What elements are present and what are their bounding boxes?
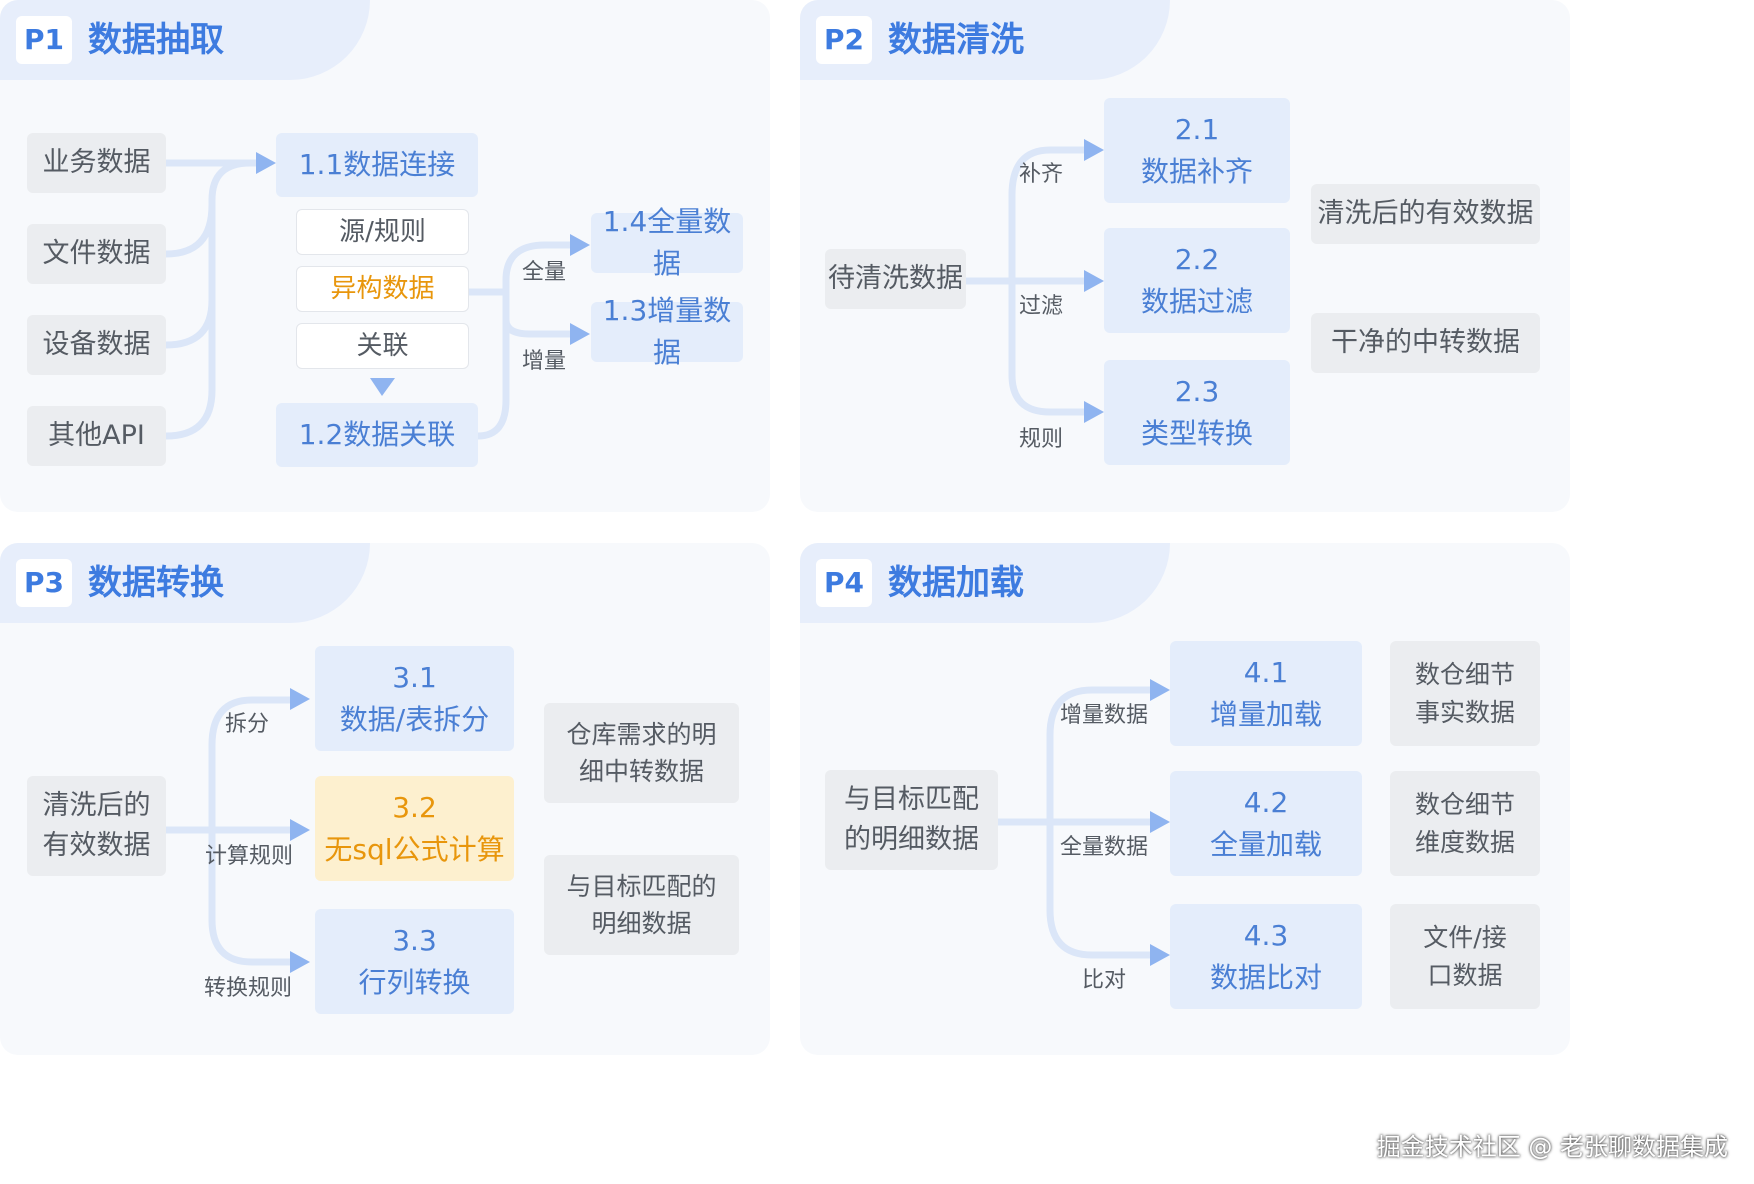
output-label: 数仓细节 (1414, 790, 1515, 819)
source-other-api: 其他API (27, 406, 166, 466)
step-label: 数据补齐 (1140, 154, 1253, 188)
source-label: 文件数据 (42, 237, 151, 269)
source-file-data: 文件数据 (27, 224, 166, 284)
substep-heterogeneous-data: 异构数据 (296, 266, 469, 312)
step-label: 无sql公式计算 (324, 832, 505, 866)
source-label: 其他API (48, 419, 145, 451)
input-label: 清洗后的 (42, 789, 151, 821)
output-clean-transit-data: 干净的中转数据 (1311, 313, 1540, 373)
output-label: 明细数据 (591, 909, 692, 938)
label-compare: 比对 (1082, 968, 1127, 993)
step-full-data: 1.4全量数据 (591, 205, 743, 280)
step-number: 4.3 (1243, 918, 1289, 952)
input-to-clean: 待清洗数据 (825, 249, 966, 309)
step-number: 3.1 (392, 660, 437, 694)
step-number: 4.1 (1243, 655, 1289, 689)
label-split: 拆分 (225, 712, 270, 737)
output-label: 维度数据 (1414, 827, 1515, 857)
input-target-detail: 与目标匹配的明细数据 (825, 770, 998, 870)
output-fact-data: 数仓细节事实数据 (1390, 641, 1540, 746)
panel-title: 数据抽取 (88, 20, 224, 60)
output-label: 细中转数据 (578, 757, 704, 786)
input-label: 待清洗数据 (828, 262, 963, 294)
panel-badge: P1 (16, 16, 72, 64)
output-label: 仓库需求的明 (566, 719, 717, 749)
step-label: 数据比对 (1209, 960, 1322, 994)
output-label: 与目标匹配的 (566, 871, 717, 901)
step-incremental-data: 1.3增量数据 (591, 294, 743, 369)
step-label: 行列转换 (358, 965, 471, 999)
source-business-data: 业务数据 (27, 133, 166, 193)
step-filter: 2.2 数据过滤 (1104, 228, 1290, 333)
input-cleaned-valid-data: 清洗后的有效数据 (27, 776, 166, 876)
step-incremental-load: 4.1 增量加载 (1170, 641, 1362, 746)
label-full-data: 全量数据 (1060, 835, 1149, 860)
output-label: 干净的中转数据 (1331, 326, 1520, 358)
step-row-col-convert: 3.3 行列转换 (315, 909, 514, 1014)
output-label: 文件/接 (1423, 923, 1507, 952)
label-convert-rule: 转换规则 (204, 976, 293, 1001)
output-dimension-data: 数仓细节维度数据 (1390, 771, 1540, 876)
step-formula-calc: 3.2 无sql公式计算 (315, 776, 514, 881)
label-filter: 过滤 (1019, 294, 1064, 319)
substep-label: 异构数据 (330, 273, 435, 304)
substep-source-rule: 源/规则 (296, 209, 469, 255)
watermark: 掘金技术社区 @ 老张聊数据集成 (1376, 1133, 1728, 1161)
step-number: 2.2 (1174, 242, 1220, 276)
source-label: 设备数据 (42, 328, 151, 360)
input-label: 有效数据 (42, 830, 151, 861)
step-number: 3.3 (392, 923, 437, 957)
input-label: 与目标匹配 (844, 783, 979, 815)
step-data-connect: 1.1数据连接 (276, 133, 478, 197)
source-device-data: 设备数据 (27, 315, 166, 375)
step-label: 类型转换 (1140, 416, 1253, 450)
output-label: 清洗后的有效数据 (1317, 197, 1534, 229)
output-target-detail: 与目标匹配的明细数据 (544, 855, 739, 955)
label-full: 全量 (522, 260, 567, 285)
substep-relate: 关联 (296, 323, 469, 369)
panel-title: 数据清洗 (888, 20, 1024, 60)
step-table-split: 3.1 数据/表拆分 (315, 646, 514, 751)
step-label: 全量加载 (1209, 827, 1322, 861)
step-label: 1.2数据关联 (298, 418, 456, 451)
output-label: 口数据 (1427, 960, 1503, 990)
substep-label: 源/规则 (339, 216, 426, 247)
output-valid-data: 清洗后的有效数据 (1311, 184, 1540, 244)
step-fill: 2.1 数据补齐 (1104, 98, 1290, 203)
step-label: 增量加载 (1209, 697, 1322, 731)
step-label: 数据过滤 (1140, 284, 1253, 318)
step-data-compare: 4.3 数据比对 (1170, 904, 1362, 1009)
panel-badge: P2 (816, 16, 872, 64)
step-label: 1.4全量数据 (602, 205, 732, 280)
label-fill: 补齐 (1019, 162, 1064, 187)
step-number: 2.3 (1174, 374, 1220, 408)
step-number: 2.1 (1174, 112, 1220, 146)
output-warehouse-detail: 仓库需求的明细中转数据 (544, 703, 739, 803)
label-incremental: 增量 (522, 349, 567, 374)
step-full-load: 4.2 全量加载 (1170, 771, 1362, 876)
step-label: 1.1数据连接 (298, 148, 456, 181)
step-data-relate: 1.2数据关联 (276, 403, 478, 467)
panel-badge: P3 (16, 559, 72, 607)
step-number: 4.2 (1243, 785, 1289, 819)
step-type-convert: 2.3 类型转换 (1104, 360, 1290, 465)
step-label: 1.3增量数据 (602, 294, 732, 369)
label-rule: 规则 (1019, 427, 1064, 452)
output-label: 事实数据 (1414, 697, 1515, 727)
label-incremental-data: 增量数据 (1060, 703, 1149, 728)
label-calc-rule: 计算规则 (205, 844, 294, 869)
substep-label: 关联 (356, 330, 409, 361)
step-label: 数据/表拆分 (339, 702, 490, 736)
output-label: 数仓细节 (1414, 660, 1515, 689)
panel-badge: P4 (816, 559, 872, 607)
panel-title: 数据加载 (888, 563, 1024, 603)
source-label: 业务数据 (42, 146, 151, 178)
output-file-api-data: 文件/接口数据 (1390, 904, 1540, 1009)
panel-title: 数据转换 (88, 563, 224, 603)
step-number: 3.2 (392, 790, 437, 824)
input-label: 的明细数据 (844, 824, 979, 855)
